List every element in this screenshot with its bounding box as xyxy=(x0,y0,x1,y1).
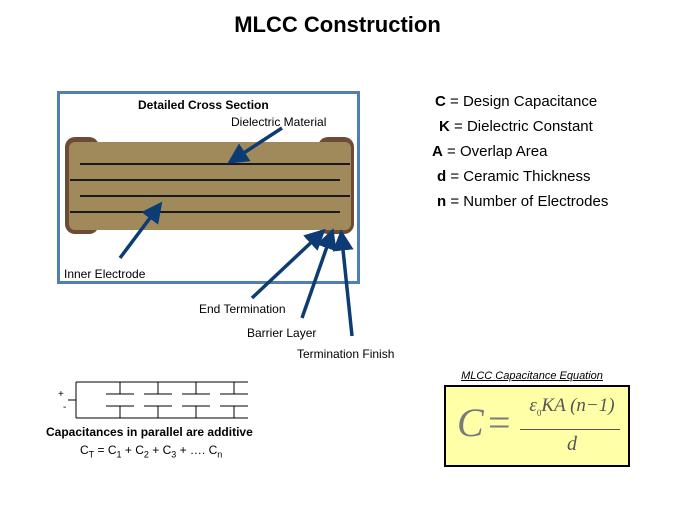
inner-electrode-label: Inner Electrode xyxy=(64,267,146,281)
equation-equals: = xyxy=(488,400,511,445)
cross-section-frame xyxy=(57,91,360,284)
equation-numerator: ε0KA (n−1) xyxy=(529,395,615,418)
legend-item-k: K = Dielectric Constant xyxy=(439,118,593,135)
plus-sign: + xyxy=(58,389,64,400)
parallel-capacitor-schematic xyxy=(68,381,248,419)
page-title: MLCC Construction xyxy=(234,12,441,37)
equation-lhs: C xyxy=(457,400,484,445)
arrow-end-termination xyxy=(250,228,326,300)
arrow-barrier-layer xyxy=(300,228,337,319)
equation-caption: MLCC Capacitance Equation xyxy=(461,370,603,382)
parallel-formula: CT = C1 + C2 + C3 + …. Cn xyxy=(80,443,223,460)
legend-item-c: C = Design Capacitance xyxy=(435,93,598,110)
fraction-bar xyxy=(520,429,620,430)
legend-item-a: A = Overlap Area xyxy=(432,143,548,160)
ceramic-body xyxy=(69,142,351,230)
cross-section-heading: Detailed Cross Section xyxy=(138,98,269,112)
equation-denominator: d xyxy=(567,433,577,455)
arrow-inner-electrode xyxy=(118,201,163,260)
parallel-caption: Capacitances in parallel are additive xyxy=(46,425,253,439)
legend-item-n: n = Number of Electrodes xyxy=(437,193,609,210)
equation-box: C = ε0KA (n−1) d xyxy=(444,385,630,467)
dielectric-label: Dielectric Material xyxy=(231,115,327,129)
arrow-dielectric xyxy=(227,126,283,164)
barrier-layer-label: Barrier Layer xyxy=(247,326,317,340)
arrow-termination-finish xyxy=(332,229,354,337)
minus-sign: - xyxy=(63,402,67,413)
end-termination-label: End Termination xyxy=(199,302,286,316)
legend-item-d: d = Ceramic Thickness xyxy=(437,168,591,185)
termination-finish-label: Termination Finish xyxy=(297,347,395,361)
